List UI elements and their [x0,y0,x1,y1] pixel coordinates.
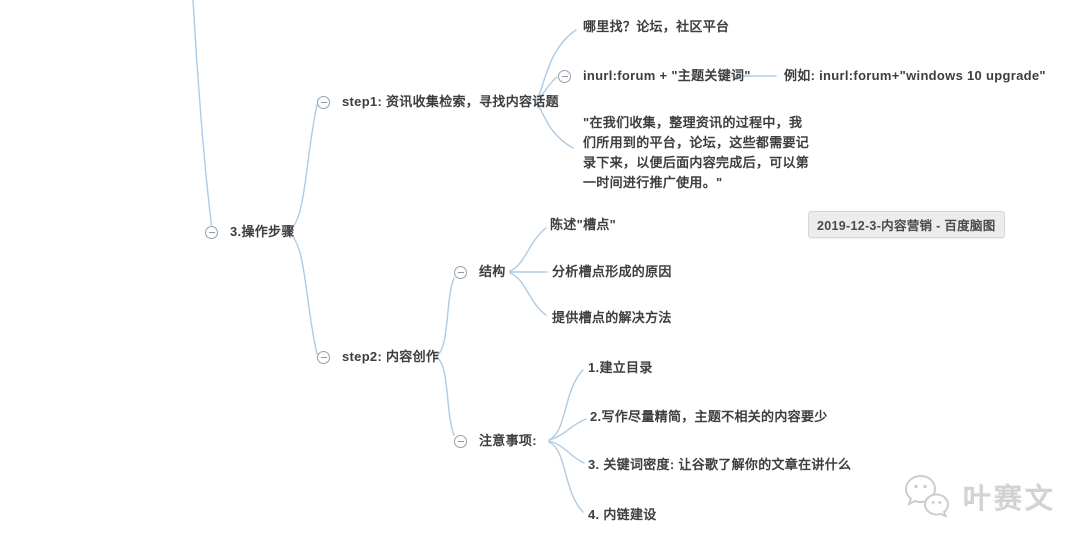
wechat-eye [938,501,942,504]
node-where-to-find-label: 哪里找？论坛，社区平台 [583,19,730,34]
node-structure-child-1[interactable]: 陈述"槽点" [550,216,616,234]
node-structure-child-1-label: 陈述"槽点" [550,217,617,232]
watermark-text: 叶赛文 [963,483,1057,514]
node-structure-child-3-label: 提供槽点的解决方法 [552,310,672,325]
node-structure[interactable]: 结构 [454,263,506,281]
collapse-minus-icon[interactable] [317,95,330,109]
connector-step2-notes [435,356,455,436]
node-step1-label: step1: 资讯收集检索，寻找内容话题 [342,94,559,109]
watermark: 叶赛文 [901,474,1056,520]
node-inurl-example[interactable]: 例如: inurl:forum+"windows 10 upgrade" [784,67,1046,85]
collapse-minus-icon[interactable] [317,350,330,364]
node-structure-child-2[interactable]: 分析槽点形成的原因 [552,263,672,281]
wechat-eye [923,484,927,489]
node-structure-label: 结构 [479,264,506,279]
node-structure-child-3[interactable]: 提供槽点的解决方法 [552,309,672,327]
node-step1[interactable]: step1: 资讯收集检索，寻找内容话题 [317,93,559,111]
node-inurl-label: inurl:forum + "主题关键词" [583,68,751,83]
node-notes-child-4-label: 4. 内链建设 [588,507,657,522]
connector-structure-child3 [509,272,547,316]
node-inurl-example-label: 例如: inurl:forum+"windows 10 upgrade" [784,68,1046,83]
node-notes[interactable]: 注意事项: [454,432,537,450]
node-step2-label: step2: 内容创作 [342,349,440,364]
node-structure-child-2-label: 分析槽点形成的原因 [552,264,672,279]
node-notes-child-2-label: 2.写作尽量精简，主题不相关的内容要少 [590,409,828,424]
node-inurl[interactable]: inurl:forum + "主题关键词" [558,67,751,85]
wechat-eye [914,484,918,489]
wechat-logo-icon [904,474,950,518]
node-step2[interactable]: step2: 内容创作 [317,348,439,366]
connector-step1-where [536,29,577,102]
node-where-to-find[interactable]: 哪里找？论坛，社区平台 [583,18,729,36]
connector-step2-structure [435,277,455,357]
title-badge: 2019-12-3-内容营销 - 百度脑图 [808,211,1005,238]
node-notes-child-3[interactable]: 3. 关键词密度: 让谷歌了解你的文章在讲什么 [588,456,851,474]
node-root[interactable]: 3.操作步骤 [205,223,295,241]
node-notes-child-4[interactable]: 4. 内链建设 [588,506,657,524]
wechat-eye [931,501,935,504]
collapse-minus-icon[interactable] [454,265,467,279]
connector-root-step2 [287,232,318,355]
connector-notes-child1 [548,369,584,441]
collapse-minus-icon[interactable] [558,69,571,83]
node-notes-child-1[interactable]: 1.建立目录 [588,359,653,377]
node-notes-label: 注意事项: [479,433,537,448]
connector-trunk [192,0,213,226]
connector-root-step1 [287,104,318,232]
node-notes-child-1-label: 1.建立目录 [588,360,653,375]
collapse-minus-icon[interactable] [205,225,218,239]
connector-notes-child4 [548,441,584,513]
collapse-minus-icon[interactable] [454,434,467,448]
node-quote[interactable]: "在我们收集，整理资讯的过程中，我们所用到的平台，论坛，这些都需要记录下来，以便… [583,115,810,190]
node-root-label: 3.操作步骤 [230,224,295,239]
wechat-small-bubble [923,493,950,518]
connector-structure-child1 [509,227,547,272]
node-notes-child-2[interactable]: 2.写作尽量精简，主题不相关的内容要少 [590,408,828,426]
connector-notes-child3 [548,440,585,464]
node-notes-child-3-label: 3. 关键词密度: 让谷歌了解你的文章在讲什么 [588,457,852,472]
connector-notes-child2 [548,418,587,441]
